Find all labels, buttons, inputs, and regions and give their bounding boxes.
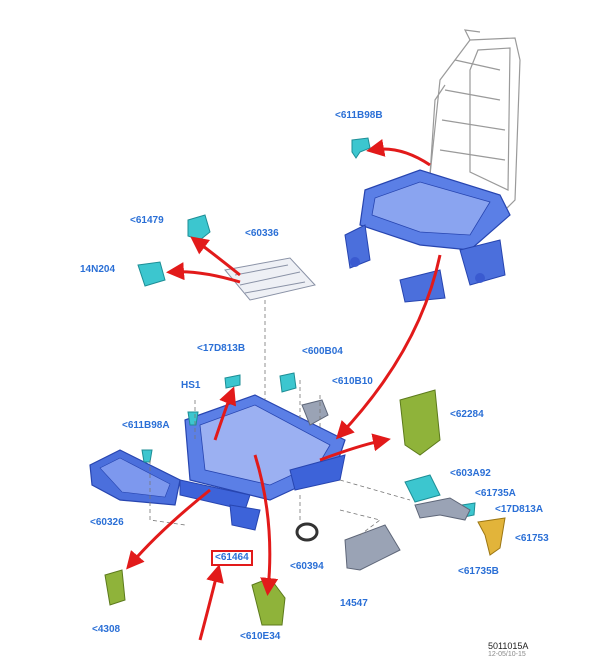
- label-61753: <61753: [515, 533, 549, 544]
- label-HS1: HS1: [181, 380, 201, 391]
- motor-603A92: [404, 474, 441, 503]
- link-610B10: [301, 399, 329, 426]
- label-17D813B: <17D813B: [197, 343, 246, 354]
- clip-61479: [187, 214, 211, 241]
- seat-back-frame: [429, 29, 521, 211]
- wire-61735A: [414, 497, 471, 521]
- fastener-HS1: [187, 411, 199, 426]
- bracket-61753: [477, 517, 506, 556]
- side-shield-60326: [89, 449, 181, 506]
- bracket-62284: [399, 389, 441, 456]
- grey-parts: [295, 399, 471, 571]
- label-611B98A: <611B98A: [122, 420, 170, 431]
- washer-60394: [295, 522, 319, 542]
- bracket-4308: [104, 569, 126, 606]
- sensor-600B04: [279, 372, 297, 393]
- label-603A92: <603A92: [450, 468, 491, 479]
- label-60336: <60336: [245, 228, 279, 239]
- label-61479: <61479: [130, 215, 164, 226]
- label-61735B: <61735B: [458, 566, 499, 577]
- label-61735A: <61735A: [475, 488, 516, 499]
- label-610B10: <610B10: [332, 376, 373, 387]
- label-611B98B: <611B98B: [335, 110, 383, 121]
- motor-14547: [344, 524, 401, 571]
- label-60326: <60326: [90, 517, 124, 528]
- seat-pan-60336: [224, 257, 316, 301]
- red-arrows: [126, 139, 442, 641]
- label-14547: 14547: [340, 598, 368, 609]
- label-610E34: <610E34: [240, 631, 281, 642]
- label-17D813A: <17D813A: [495, 504, 544, 515]
- bolt-17D813B: [224, 374, 241, 389]
- label-4308: <4308: [92, 624, 121, 635]
- lower-track-assembly: [179, 394, 346, 531]
- label-14N204: 14N204: [80, 264, 116, 275]
- label-61464-highlighted: <61464: [211, 550, 253, 566]
- label-600B04: <600B04: [302, 346, 343, 357]
- label-62284: <62284: [450, 409, 484, 420]
- figure-date: 12-05/10-15: [488, 651, 526, 658]
- grommet-14N204: [137, 261, 166, 287]
- clip-611B98A: [141, 449, 153, 463]
- upper-seat-frame: [344, 169, 511, 303]
- figure-reference: 5011015A: [488, 641, 529, 651]
- label-60394: <60394: [290, 561, 324, 572]
- clip-611B98B: [351, 137, 371, 159]
- leader-lines: [149, 300, 411, 536]
- cyan-parts: [137, 137, 476, 518]
